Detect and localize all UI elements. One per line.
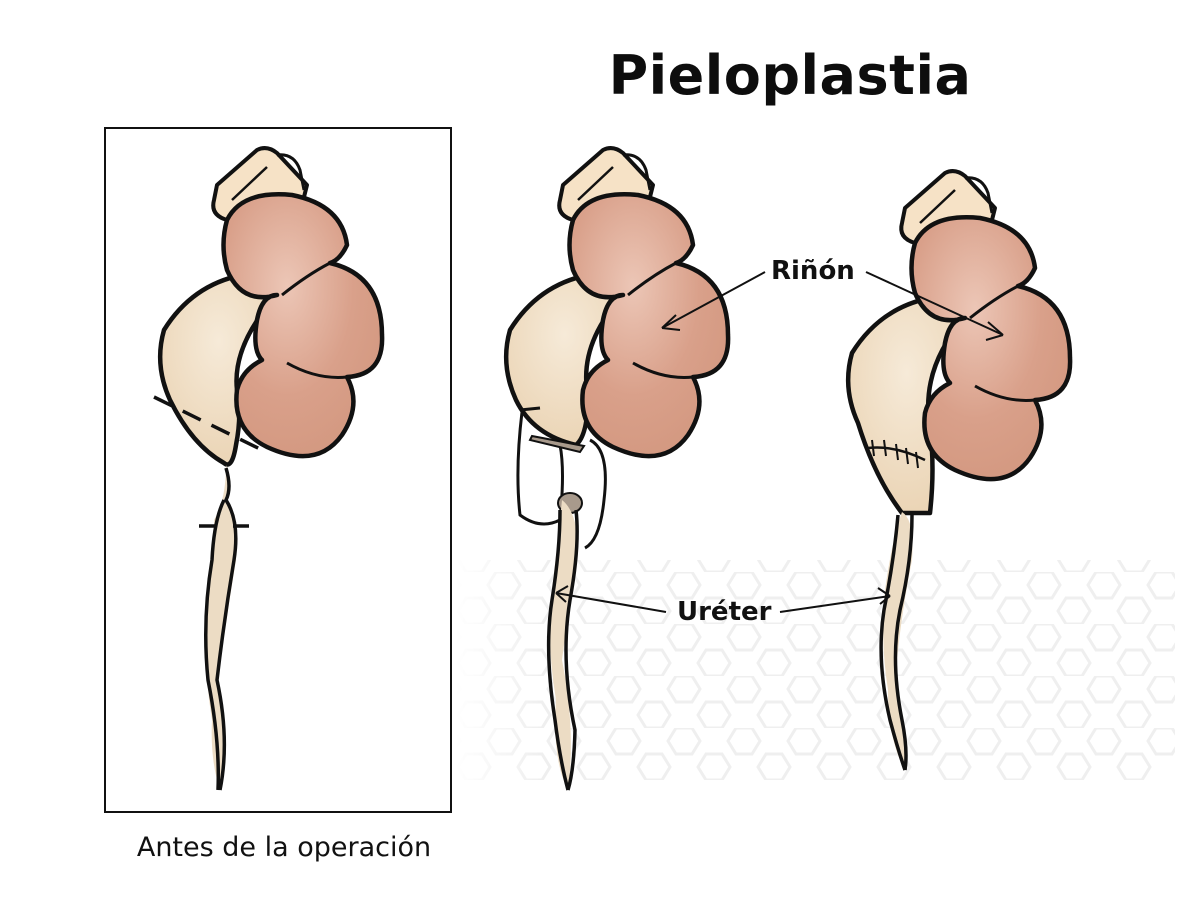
before-operation-caption: Antes de la operación [136, 832, 432, 863]
page-title: Pieloplastia [608, 44, 972, 107]
before-operation-panel-frame [104, 127, 452, 813]
ureter-pointer-arrows [555, 585, 891, 613]
kidney-during [503, 148, 728, 456]
kidney-after [845, 171, 1070, 516]
ureter-before [199, 465, 250, 791]
kidney-pointer-arrows [661, 271, 1004, 341]
ureter-label: Uréter [677, 597, 772, 627]
ureter-after [879, 512, 914, 771]
kidney-label: Riñón [771, 256, 855, 286]
kidney-before [153, 148, 382, 467]
sutures [867, 439, 926, 469]
ureter-during [546, 500, 579, 791]
